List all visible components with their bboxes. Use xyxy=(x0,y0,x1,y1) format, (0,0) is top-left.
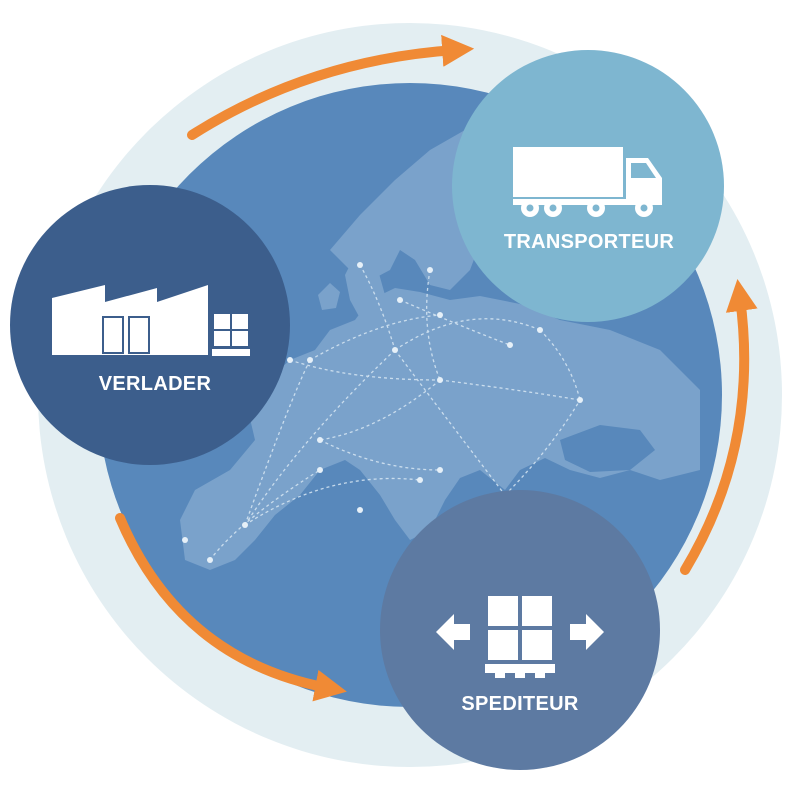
node-transporteur: TRANSPORTEUR xyxy=(452,50,724,322)
pallet-arrows-icon xyxy=(436,596,604,678)
europe-map-routes-icon xyxy=(180,130,700,570)
verlader-label: VERLADER xyxy=(99,373,212,395)
node-verlader: VERLADER xyxy=(10,185,290,465)
truck-icon xyxy=(513,147,662,217)
land-ireland xyxy=(318,283,340,310)
spediteur-label: SPEDITEUR xyxy=(461,693,578,715)
land-britain xyxy=(345,250,385,322)
cycle-arrow-verlader-to-transporteur xyxy=(187,34,475,140)
node-spediteur: SPEDITEUR xyxy=(380,490,660,770)
black-sea xyxy=(560,425,655,472)
cycle-arrow-spediteur-to-verlader xyxy=(115,513,347,702)
transporteur-label: TRANSPORTEUR xyxy=(504,231,675,253)
spediteur-circle xyxy=(380,490,660,770)
factory-icon xyxy=(52,285,250,356)
cycle-arrow-transporteur-to-spediteur xyxy=(680,278,758,575)
